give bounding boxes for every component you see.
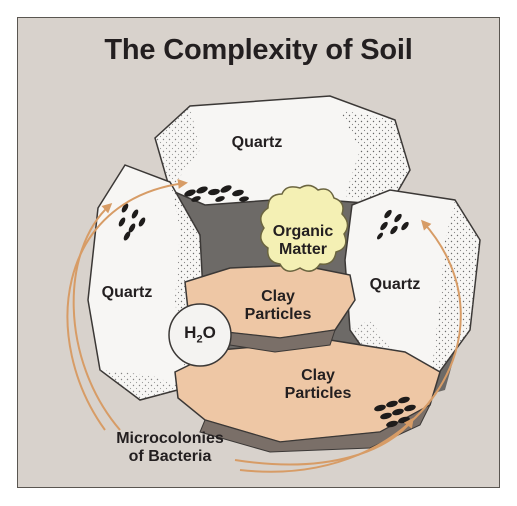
label-microcolonies-of-bacteria: Microcolonies of Bacteria (100, 430, 240, 467)
label-quartz-left: Quartz (87, 284, 167, 302)
label-clay-lower: Clay Particles (268, 367, 368, 404)
label-water: H2O (170, 323, 230, 346)
label-quartz-right: Quartz (355, 276, 435, 294)
label-clay-upper: Clay Particles (228, 288, 328, 325)
label-quartz-top: Quartz (212, 134, 302, 152)
label-organic-matter: Organic Matter (258, 223, 348, 260)
